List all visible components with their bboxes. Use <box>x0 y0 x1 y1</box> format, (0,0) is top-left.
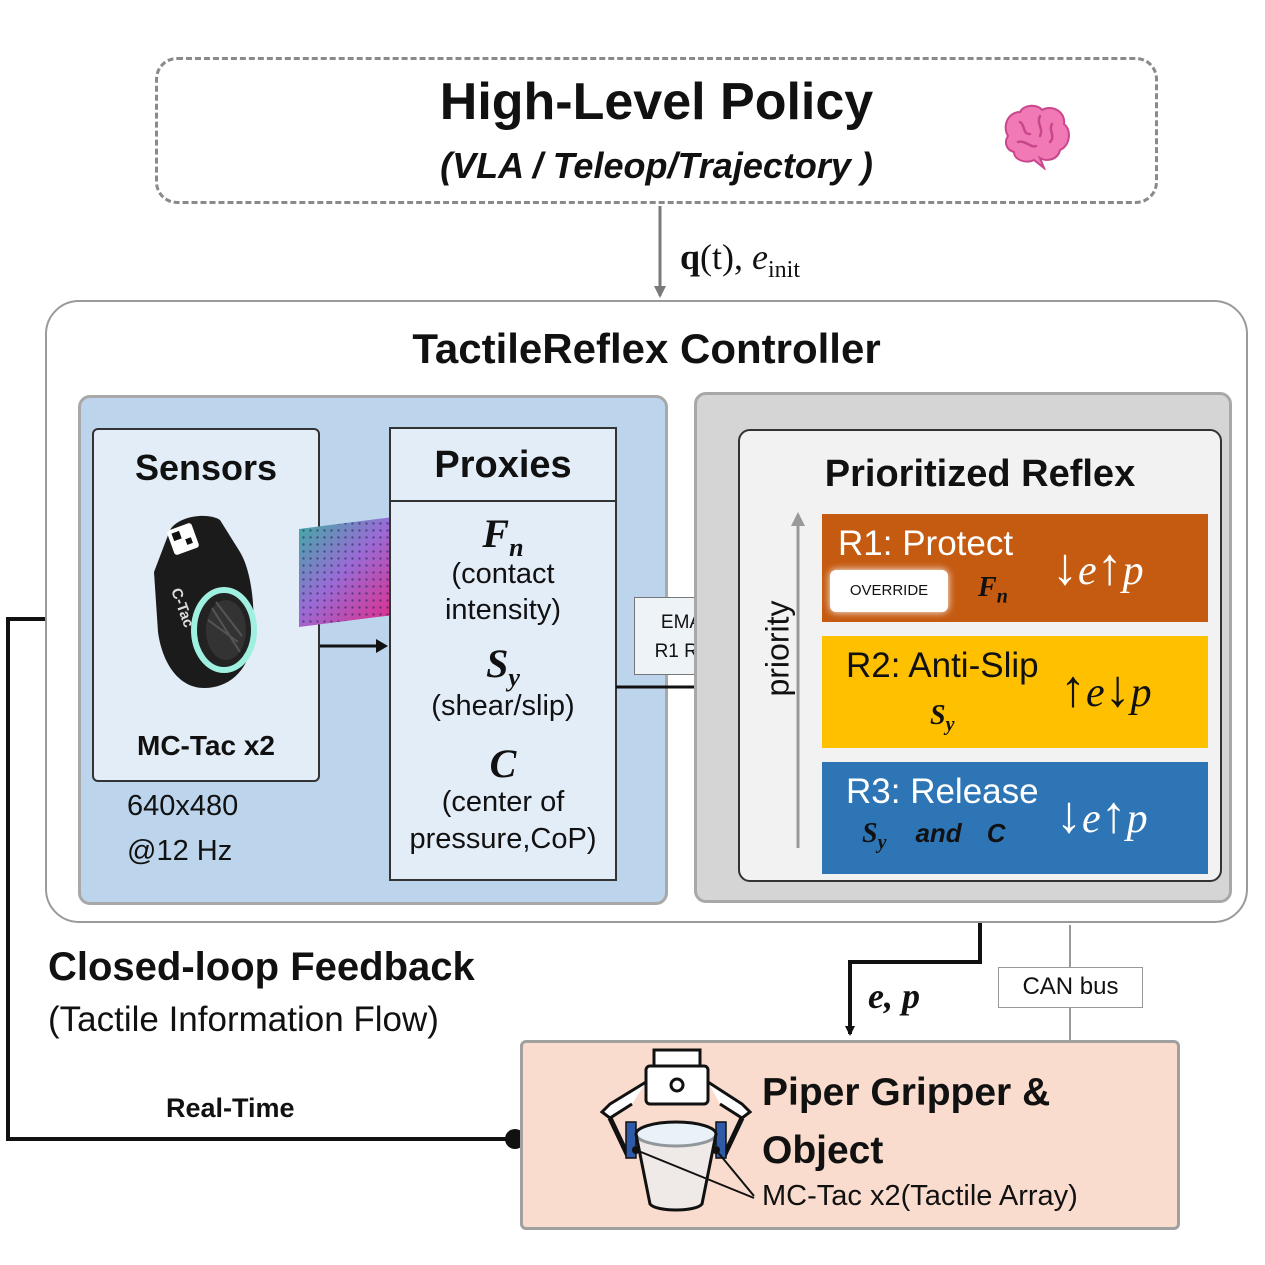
controller-title: TactileReflex Controller <box>412 325 881 372</box>
proxy-sy-symbol: Sy <box>486 641 520 692</box>
policy-subtitle: (VLA / Teleop/Trajectory ) <box>440 145 873 186</box>
signal-e: e <box>752 237 768 277</box>
r2-label: R2: Anti-Slip <box>846 646 1039 685</box>
piper-title: Piper Gripper & Object <box>762 1071 1051 1172</box>
priority-label: priority <box>759 600 796 697</box>
proxy-c-desc1: (center of <box>441 786 565 818</box>
r3-ep: ↓e↑p <box>1056 787 1148 844</box>
proxies-title: Proxies <box>434 444 572 486</box>
sensor-rate: @12 Hz <box>127 835 233 867</box>
reflex-r3 <box>822 762 1208 874</box>
proxy-fn-desc1: (contact <box>451 558 555 590</box>
brain-icon <box>1004 104 1070 170</box>
can-bus-box <box>998 967 1143 1008</box>
policy-title: High-Level Policy <box>439 73 874 131</box>
sensors-title: Sensors <box>134 447 278 488</box>
can-bus-label: CAN bus <box>1022 973 1119 1000</box>
sensors-to-proxies-arrow <box>320 639 388 653</box>
r1-symbol: Fn <box>978 572 1008 608</box>
signal-q: q <box>680 237 701 277</box>
policy-box <box>155 57 1158 204</box>
mc-tac-sensor-icon: C-Tac <box>154 515 257 688</box>
signal-in-label: q(t), einit <box>680 236 800 284</box>
r1-override-badge: OVERRIDE <box>830 570 948 612</box>
realtime-label: Real-Time <box>166 1093 295 1123</box>
proxy-c-desc2: pressure,CoP) <box>409 823 597 855</box>
proxies-box <box>389 427 617 881</box>
priority-arrow <box>791 512 805 848</box>
reflex-title: Prioritized Reflex <box>824 453 1136 495</box>
proxy-fn-symbol: Fn <box>482 511 524 562</box>
proxies-header <box>389 427 617 502</box>
proxy-fn-desc2: intensity) <box>444 594 562 626</box>
r1-label: R1: Protect <box>838 524 1014 563</box>
gripper-icon <box>599 1048 755 1212</box>
feedback-title: Closed-loop Feedback <box>48 945 475 989</box>
sensor-device-label: MC-Tac x2 <box>137 730 275 761</box>
piper-sub: MC-Tac x2(Tactile Array) <box>762 1180 1078 1212</box>
r3-symbols: Sy and C <box>862 818 1006 854</box>
r3-label: R3: Release <box>846 772 1039 811</box>
feedback-subtitle: (Tactile Information Flow) <box>48 1000 439 1039</box>
r1-ep: ↓e↑p <box>1052 539 1144 596</box>
r2-symbol: Sy <box>930 700 955 736</box>
ema-line1: EMA <box>660 612 703 633</box>
tactile-image <box>299 515 409 627</box>
sensor-resolution: 640x480 <box>127 790 239 822</box>
signal-e-sub: init <box>768 257 801 284</box>
reflex-r2 <box>822 636 1208 748</box>
ep-output-label: e, p <box>868 976 920 1016</box>
r2-ep: ↑e↓p <box>1060 661 1152 718</box>
proxy-c-symbol: C <box>489 741 517 786</box>
proxy-sy-desc1: (shear/slip) <box>431 690 575 722</box>
signal-t: (t), <box>700 237 744 277</box>
